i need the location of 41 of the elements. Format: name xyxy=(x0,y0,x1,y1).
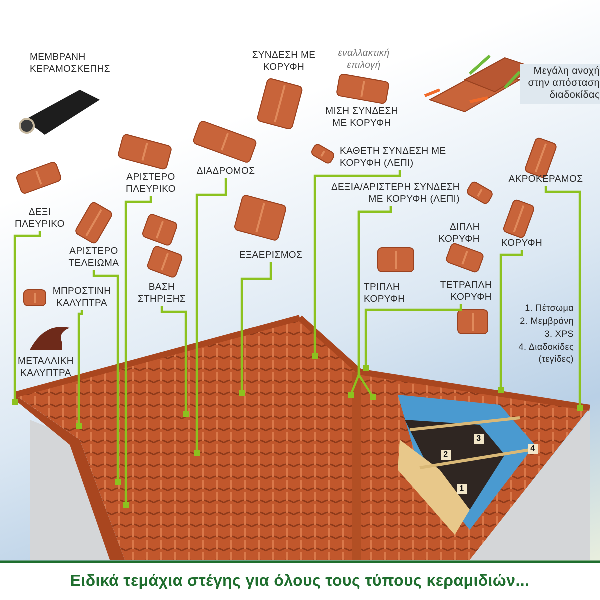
leader-line xyxy=(544,186,583,411)
callout-number: 3 xyxy=(474,434,484,444)
leader-line xyxy=(498,250,524,393)
part-label: ΑΡΙΣΤΕΡΟ ΤΕΛΕΙΩΜΑ xyxy=(66,246,122,270)
leader-line xyxy=(239,262,272,396)
callout-number: 2 xyxy=(441,450,451,460)
part-label: ΚΟΡΥΦΗ xyxy=(500,238,544,250)
layer-list-item: 1. Πέτσωμα xyxy=(524,302,574,314)
leader-line xyxy=(363,304,462,371)
leader-line xyxy=(92,270,121,485)
layer-list-item: 2. Μεμβράνη xyxy=(519,315,574,327)
leader-line xyxy=(160,306,189,417)
part-label: ΕΞΑΕΡΙΣΜΟΣ xyxy=(238,250,304,262)
leader-line xyxy=(123,196,152,508)
part-label: ΔΙΑΔΡΟΜΟΣ xyxy=(193,166,259,178)
part-label: ΔΕΞΙΑ/ΑΡΙΣΤΕΡΗ ΣΥΝΔΕΣΗ ΜΕ ΚΟΡΥΦΗ (ΛΕΠΙ) xyxy=(322,182,460,206)
leader-line xyxy=(194,178,228,456)
leader-line xyxy=(12,231,42,405)
part-label: ΤΡΙΠΛΗ ΚΟΡΥΦΗ xyxy=(364,282,406,306)
part-label: ΒΑΣΗ ΣΤΗΡΙΞΗΣ xyxy=(134,282,190,306)
part-label: ΣΥΝΔΕΣΗ ΜΕ ΚΟΡΥΦΗ xyxy=(251,50,317,74)
callout-number: 1 xyxy=(457,484,467,494)
leader-line xyxy=(76,310,84,429)
part-label: ΔΙΠΛΗ ΚΟΡΥΦΗ xyxy=(438,222,480,246)
part-label: ΑΚΡΟΚΕΡΑΜΟΣ xyxy=(505,174,587,186)
callout-number: 4 xyxy=(528,444,538,454)
layer-list-item: 3. XPS xyxy=(544,328,574,340)
part-label: ΜΙΣΗ ΣΥΝΔΕΣΗ ΜΕ ΚΟΡΥΦΗ xyxy=(324,106,400,130)
leader-line xyxy=(312,170,402,359)
part-label: ΤΕΤΡΑΠΛΗ ΚΟΡΥΦΗ xyxy=(430,280,492,304)
layer-list-item: 4. Διαδοκίδες (τεγίδες) xyxy=(518,341,574,365)
part-label: ΜΕΤΑΛΛΙΚΗ ΚΑΛΥΠΤΡΑ xyxy=(16,356,75,380)
leader-line xyxy=(358,206,392,400)
note-text: εναλλακτική επιλογή xyxy=(337,48,391,72)
note-text: Μεγάλη ανοχή στην απόσταση διαδοκίδας xyxy=(520,64,600,104)
caption: Ειδικά τεμάχια στέγης για όλους τους τύπους κεραμιδιών... xyxy=(69,572,531,592)
part-label: ΔΕΞΙ ΠΛΕΥΡΙΚΟ xyxy=(10,207,70,231)
part-label: ΜΠΡΟΣΤΙΝΗ ΚΑΛΥΠΤΡΑ xyxy=(50,286,114,310)
part-label: ΑΡΙΣΤΕΡΟ ΠΛΕΥΡΙΚΟ xyxy=(122,172,180,196)
part-label: ΚΑΘΕΤΗ ΣΥΝΔΕΣΗ ΜΕ ΚΟΡΥΦΗ (ΛΕΠΙ) xyxy=(340,146,460,170)
part-label: ΜΕΜΒΡΑΝΗ ΚΕΡΑΜΟΣΚΕΠΗΣ xyxy=(30,52,112,76)
